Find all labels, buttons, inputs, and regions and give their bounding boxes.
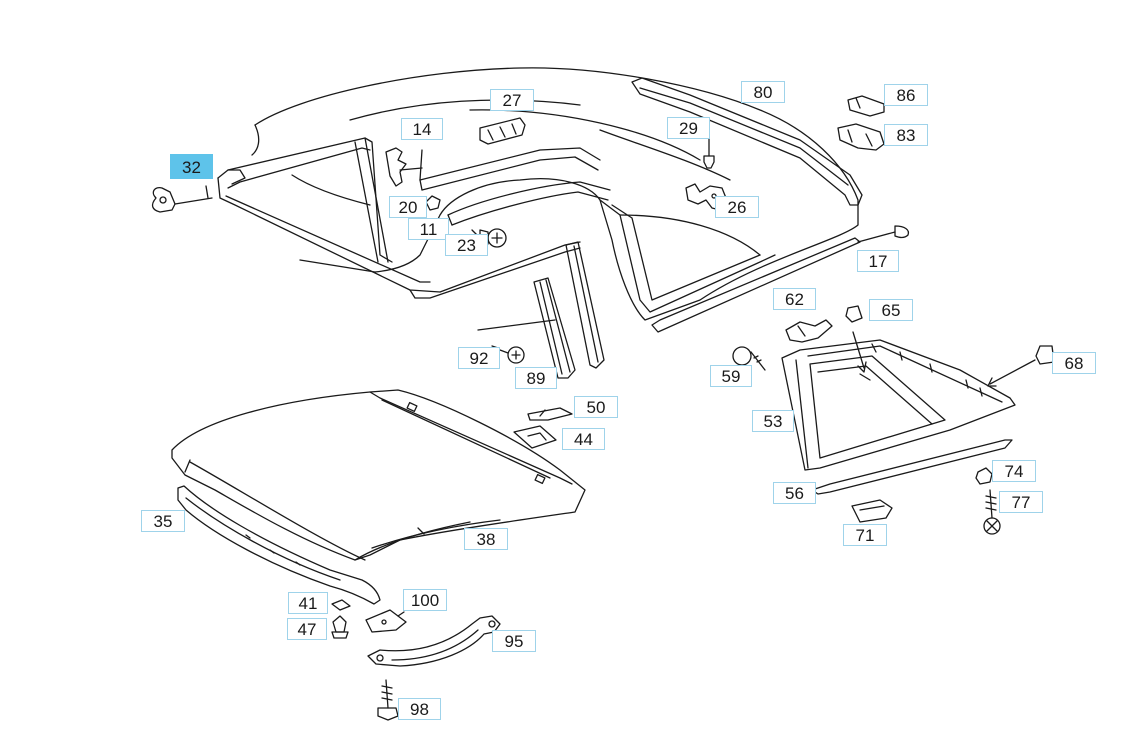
- part-label-44[interactable]: 44: [562, 428, 605, 450]
- part-label-17[interactable]: 17: [857, 250, 899, 272]
- part-label-68[interactable]: 68: [1052, 352, 1096, 374]
- part-label-71[interactable]: 71: [843, 524, 887, 546]
- hardtop-roof-drawing: [217, 67, 910, 333]
- headliner-drawing: [171, 389, 586, 605]
- part-label-53[interactable]: 53: [752, 410, 794, 432]
- part-label-38[interactable]: 38: [464, 528, 508, 550]
- part-label-26[interactable]: 26: [715, 196, 759, 218]
- part-label-59[interactable]: 59: [710, 365, 752, 387]
- part-label-86[interactable]: 86: [884, 84, 928, 106]
- part-label-95[interactable]: 95: [492, 630, 536, 652]
- part-label-32[interactable]: 32: [170, 154, 213, 179]
- part-label-11[interactable]: 11: [408, 218, 449, 240]
- part-label-50[interactable]: 50: [574, 396, 618, 418]
- part-label-74[interactable]: 74: [992, 460, 1036, 482]
- part-label-56[interactable]: 56: [773, 482, 816, 504]
- part-label-14[interactable]: 14: [401, 118, 443, 140]
- small-parts-centre: [331, 407, 573, 721]
- part-label-29[interactable]: 29: [667, 117, 710, 139]
- part-label-100[interactable]: 100: [403, 589, 447, 611]
- part-label-27[interactable]: 27: [490, 89, 534, 111]
- part-label-41[interactable]: 41: [288, 592, 328, 614]
- part-label-80[interactable]: 80: [741, 81, 785, 103]
- part-label-23[interactable]: 23: [445, 234, 488, 256]
- rear-window-drawing: [732, 305, 1055, 535]
- part-label-77[interactable]: 77: [999, 491, 1043, 513]
- part-label-20[interactable]: 20: [389, 196, 427, 218]
- part-label-92[interactable]: 92: [458, 347, 500, 369]
- part-label-83[interactable]: 83: [884, 124, 928, 146]
- part-label-65[interactable]: 65: [869, 299, 913, 321]
- part-label-89[interactable]: 89: [515, 367, 557, 389]
- pillar-trim-drawing: [477, 241, 605, 379]
- part-label-35[interactable]: 35: [141, 510, 185, 532]
- part-label-47[interactable]: 47: [287, 618, 327, 640]
- small-parts-upper: [151, 95, 885, 248]
- part-label-98[interactable]: 98: [398, 698, 441, 720]
- part-label-62[interactable]: 62: [773, 288, 816, 310]
